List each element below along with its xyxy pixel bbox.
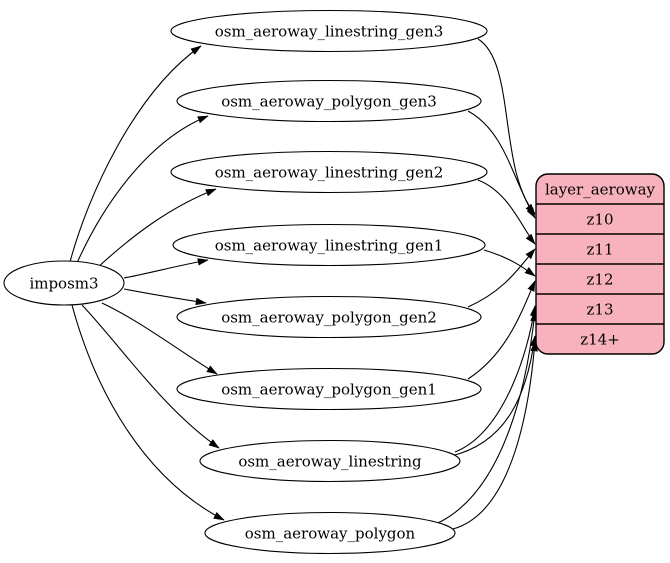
edge-osm-aeroway-linestring-gen3-to-z10 xyxy=(477,38,536,215)
node-osm-aeroway-polygon: osm_aeroway_polygon xyxy=(204,511,456,555)
osm-aeroway-polygon-gen1-label: osm_aeroway_polygon_gen1 xyxy=(221,380,437,398)
edge-imposm3-to-osm-aeroway-polygon xyxy=(71,304,225,521)
edge-osm-aeroway-polygon-gen1-to-z12 xyxy=(467,280,536,380)
layer-aeroway-title: layer_aeroway xyxy=(545,180,656,198)
edge-osm-aeroway-linestring-gen2-to-z11 xyxy=(477,179,536,245)
osm-aeroway-polygon-gen1-ellipse xyxy=(176,367,482,411)
edge-imposm3-to-osm-aeroway-polygon-gen2 xyxy=(123,288,207,306)
node-osm-aeroway-linestring-gen1: osm_aeroway_linestring_gen1 xyxy=(172,223,486,267)
osm-aeroway-linestring-gen1-label: osm_aeroway_linestring_gen1 xyxy=(215,236,444,254)
node-layer-aeroway: layer_aeroway z10 z11 z12 z13 z14+ xyxy=(535,173,665,355)
edges-to-layer xyxy=(437,38,538,530)
edge-imposm3-to-osm-aeroway-linestring-gen3 xyxy=(69,45,202,263)
osm-aeroway-linestring-gen2-label: osm_aeroway_linestring_gen2 xyxy=(215,163,444,181)
layer-aeroway-row-z12: z12 xyxy=(587,270,614,288)
imposm3-label: imposm3 xyxy=(29,274,98,292)
node-osm-aeroway-linestring: osm_aeroway_linestring xyxy=(199,439,461,483)
node-osm-aeroway-linestring-gen3: osm_aeroway_linestring_gen3 xyxy=(170,9,488,53)
osm-aeroway-linestring-label: osm_aeroway_linestring xyxy=(238,452,422,470)
edges-from-source xyxy=(69,45,225,521)
node-osm-aeroway-polygon-gen3: osm_aeroway_polygon_gen3 xyxy=(176,79,482,123)
edge-imposm3-to-osm-aeroway-linestring xyxy=(81,304,220,449)
layer-aeroway-row-z11: z11 xyxy=(587,240,614,258)
osm-aeroway-linestring-ellipse xyxy=(199,439,461,483)
osm-aeroway-polygon-gen3-ellipse xyxy=(176,79,482,123)
layer-aeroway-row-z13: z13 xyxy=(587,300,614,318)
edge-imposm3-to-osm-aeroway-polygon-gen3 xyxy=(76,115,209,264)
osm-aeroway-linestring-gen1-ellipse xyxy=(172,223,486,267)
node-osm-aeroway-polygon-gen2: osm_aeroway_polygon_gen2 xyxy=(176,295,482,339)
edge-osm-aeroway-polygon-gen2-to-z11 xyxy=(467,248,536,308)
edge-osm-aeroway-polygon-to-z13 xyxy=(437,310,538,524)
edge-osm-aeroway-linestring-gen1-to-z12 xyxy=(483,249,536,277)
edge-osm-aeroway-polygon-gen3-to-z10 xyxy=(467,110,536,219)
osm-aeroway-linestring-gen3-label: osm_aeroway_linestring_gen3 xyxy=(215,22,444,40)
edge-osm-aeroway-linestring-to-z13 xyxy=(454,305,538,453)
node-osm-aeroway-linestring-gen2: osm_aeroway_linestring_gen2 xyxy=(170,150,488,194)
osm-aeroway-polygon-gen3-label: osm_aeroway_polygon_gen3 xyxy=(221,92,437,110)
node-imposm3: imposm3 xyxy=(3,260,125,306)
osm-aeroway-linestring-gen2-ellipse xyxy=(170,150,488,194)
osm-aeroway-polygon-gen2-ellipse xyxy=(176,295,482,339)
edge-osm-aeroway-linestring-to-z14 xyxy=(450,335,538,457)
osm-aeroway-polygon-label: osm_aeroway_polygon xyxy=(245,524,416,542)
edge-imposm3-to-osm-aeroway-linestring-gen1 xyxy=(123,258,209,279)
osm-aeroway-polygon-ellipse xyxy=(204,511,456,555)
imposm3-ellipse xyxy=(3,260,125,306)
edge-imposm3-to-osm-aeroway-polygon-gen1 xyxy=(101,302,218,375)
edge-osm-aeroway-polygon-to-z14 xyxy=(452,340,538,530)
edge-imposm3-to-osm-aeroway-linestring-gen2 xyxy=(96,188,217,269)
osm-aeroway-polygon-gen2-label: osm_aeroway_polygon_gen2 xyxy=(221,308,437,326)
layer-aeroway-row-z14: z14+ xyxy=(580,330,620,348)
osm-aeroway-linestring-gen3-ellipse xyxy=(170,9,488,53)
node-osm-aeroway-polygon-gen1: osm_aeroway_polygon_gen1 xyxy=(176,367,482,411)
layer-aeroway-row-z10: z10 xyxy=(587,210,614,228)
